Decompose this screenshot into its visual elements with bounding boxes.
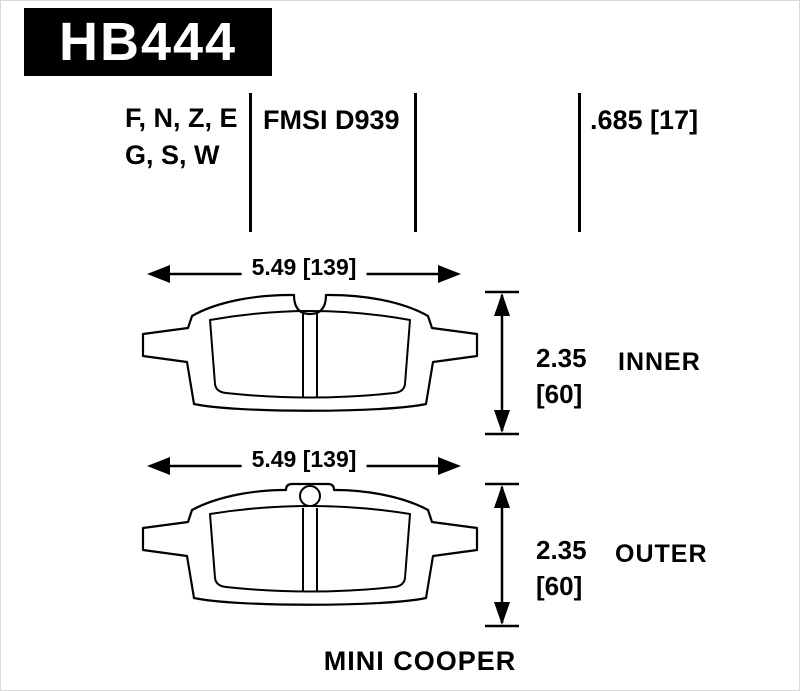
arrow-head-left [147, 457, 170, 475]
outer-pad-drawing [141, 482, 479, 606]
fmsi-code: FMSI D939 [263, 105, 400, 135]
part-number-box: HB444 [24, 8, 272, 76]
compound-codes: F, N, Z, E G, S, W [125, 100, 238, 174]
outer-height-value: 2.35 [536, 535, 587, 565]
inner-pad-friction-outline [209, 310, 411, 399]
inner-pad-backplate-outline [141, 293, 479, 412]
inner-width-dimension: 5.49 [139] [145, 252, 463, 286]
column-divider [249, 93, 252, 232]
arrow-head-down [494, 602, 510, 625]
pad-thickness-spec: .685 [17] [590, 105, 699, 135]
height-arrow [485, 290, 519, 436]
inner-height-dimension [484, 289, 520, 437]
arrow-head-left [147, 265, 170, 283]
column-divider [578, 93, 581, 232]
height-arrow [485, 482, 519, 628]
outer-height-bracket: [60] [536, 571, 583, 601]
outer-width-dimension: 5.49 [139] [145, 444, 463, 478]
inner-height-label: 2.35 [60] [536, 340, 587, 412]
compound-codes-line2: G, S, W [125, 140, 220, 170]
arrow-head-up [494, 293, 510, 316]
arrow-head-right [438, 457, 461, 475]
inner-height-value: 2.35 [536, 343, 587, 373]
outer-pad-sensor-hole [299, 485, 321, 507]
compound-codes-line1: F, N, Z, E [125, 103, 238, 133]
inner-width-label: 5.49 [139] [241, 252, 367, 282]
outer-width-label: 5.49 [139] [241, 444, 367, 474]
vehicle-name: MINI COOPER [323, 646, 517, 676]
column-divider [414, 93, 417, 232]
inner-pad-drawing [141, 293, 479, 412]
arrow-head-down [494, 410, 510, 433]
outer-height-dimension [484, 481, 520, 629]
outer-pad-label: OUTER [615, 540, 708, 568]
arrow-head-up [494, 485, 510, 508]
outer-pad-backplate-outline [141, 482, 479, 606]
inner-height-bracket: [60] [536, 379, 583, 409]
part-number: HB444 [58, 12, 238, 72]
outer-pad-friction-outline [209, 505, 411, 593]
inner-pad-label: INNER [618, 348, 701, 376]
arrow-head-right [438, 265, 461, 283]
outer-height-label: 2.35 [60] [536, 532, 587, 604]
